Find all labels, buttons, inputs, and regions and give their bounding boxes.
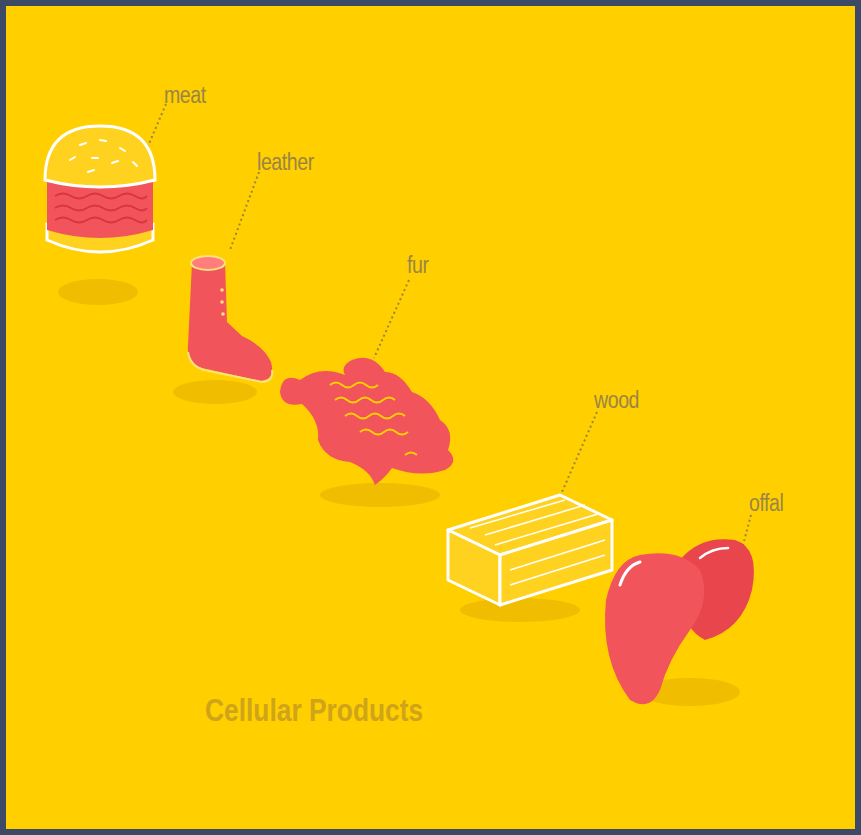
fur-label: fur — [407, 252, 429, 279]
offal-label: offal — [749, 490, 783, 517]
wood-block-icon — [448, 495, 612, 605]
product-illustrations — [6, 6, 855, 829]
burger-icon — [45, 126, 155, 252]
canvas-background: meat leather fur wood offalCellular Products — [6, 6, 855, 829]
fur-icon — [280, 358, 453, 485]
leader-lines — [148, 104, 751, 545]
leather-label: leather — [257, 149, 314, 176]
shadows — [58, 279, 740, 706]
liver-icon — [605, 539, 754, 704]
meat-label: meat — [164, 82, 206, 109]
diagram-title: Cellular Products — [205, 693, 423, 729]
boot-icon — [188, 256, 273, 382]
wood-label: wood — [594, 387, 639, 414]
